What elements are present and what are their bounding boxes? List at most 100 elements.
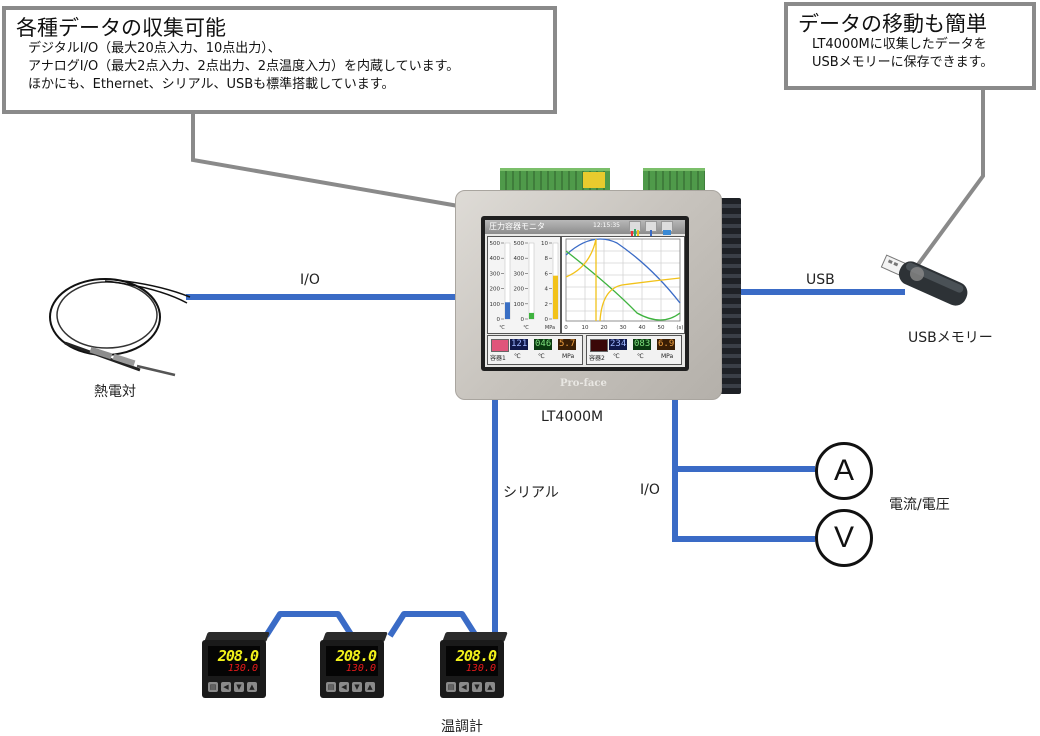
controller-key[interactable]: ◀ bbox=[459, 682, 469, 692]
gauge-level-bar bbox=[553, 275, 558, 319]
readout-unit: ℃ bbox=[613, 353, 620, 360]
gauge-tick-label: 100 bbox=[514, 302, 525, 308]
usb-link-label: USB bbox=[806, 272, 835, 288]
temp-controller: 208.0 130.0 ▤◀▼▲ bbox=[440, 632, 508, 698]
ammeter-icon: A bbox=[815, 442, 873, 500]
gauge-tube bbox=[528, 242, 535, 320]
controller-key[interactable]: ◀ bbox=[221, 682, 231, 692]
trend-x-tick-label: 50 bbox=[658, 325, 665, 331]
terminal-connector bbox=[643, 168, 705, 193]
serial-link-label: シリアル bbox=[503, 485, 559, 501]
screen-info-button[interactable] bbox=[645, 221, 657, 236]
trend-x-tick-label: 30 bbox=[620, 325, 627, 331]
trend-x-tick-label: 10 bbox=[582, 325, 589, 331]
gauge-tick-label: 200 bbox=[514, 287, 525, 293]
readout-unit: ℃ bbox=[538, 353, 545, 360]
gauge-unit: ℃ bbox=[523, 325, 529, 331]
gauge-tick-label: 0 bbox=[497, 317, 501, 323]
controller-key[interactable]: ▲ bbox=[247, 682, 257, 692]
transfer-callout-pointer bbox=[912, 88, 985, 272]
transfer-callout-line: LT4000Mに収集したデータを bbox=[812, 37, 987, 52]
alarm-lamp bbox=[590, 339, 608, 352]
process-value: 208.0 bbox=[335, 647, 377, 665]
screen-title: 圧力容器モニタ bbox=[489, 222, 545, 231]
brand-logo: Pro-face bbox=[560, 378, 607, 389]
gauge-tick-label: 100 bbox=[490, 302, 501, 308]
collection-callout-line: デジタルI/O（最大20点入力、10点出力）、 bbox=[28, 41, 281, 56]
controller-body: 208.0 130.0 ▤◀▼▲ bbox=[202, 640, 266, 698]
screen-title-bar: 圧力容器モニタ 12:15:35 bbox=[485, 220, 685, 237]
gauge-tick-label: 200 bbox=[490, 287, 501, 293]
serial-daisy-chain-1 bbox=[263, 611, 355, 638]
readout-value: 234 bbox=[609, 339, 628, 350]
controller-key[interactable]: ▼ bbox=[352, 682, 362, 692]
collection-callout-title: 各種データの収集可能 bbox=[16, 16, 226, 40]
thermocouple-icon bbox=[49, 278, 191, 377]
controller-display: 208.0 130.0 bbox=[208, 646, 260, 676]
controller-key[interactable]: ▤ bbox=[208, 682, 218, 692]
gauge-tick-label: 2 bbox=[545, 302, 549, 308]
screen-chart-button[interactable] bbox=[629, 221, 641, 237]
controller-key[interactable]: ▤ bbox=[326, 682, 336, 692]
gauge-tick-label: 300 bbox=[514, 271, 525, 277]
trend-x-tick-label: (s) bbox=[676, 325, 683, 331]
terminal-latch bbox=[583, 172, 605, 188]
gauge-tick-label: 0 bbox=[545, 317, 549, 323]
trend-x-tick-label: 20 bbox=[601, 325, 608, 331]
trend-series-blue bbox=[565, 238, 681, 304]
readout-value: 046 bbox=[534, 339, 553, 350]
voltmeter-symbol: V bbox=[833, 521, 854, 554]
trend-series-green bbox=[565, 250, 681, 321]
readout-unit: MPa bbox=[661, 353, 674, 360]
device-name-label: LT4000M bbox=[541, 409, 604, 425]
readout-value: 6.9 bbox=[657, 339, 676, 350]
controller-key[interactable]: ▤ bbox=[446, 682, 456, 692]
collection-callout-line: ほかにも、Ethernet、シリアル、USBも標準搭載しています。 bbox=[28, 77, 395, 92]
temp-controller: 208.0 130.0 ▤◀▼▲ bbox=[202, 632, 270, 698]
transfer-callout-title: データの移動も簡単 bbox=[798, 12, 987, 36]
ammeter-symbol: A bbox=[833, 454, 854, 487]
controller-key[interactable]: ▼ bbox=[472, 682, 482, 692]
controller-display: 208.0 130.0 bbox=[326, 646, 378, 676]
transfer-callout-line: USBメモリーに保存できます。 bbox=[812, 55, 994, 70]
controller-body: 208.0 130.0 ▤◀▼▲ bbox=[440, 640, 504, 698]
controller-display: 208.0 130.0 bbox=[446, 646, 498, 676]
gauge-tick-label: 500 bbox=[514, 241, 525, 247]
collection-callout-pointer bbox=[191, 112, 471, 210]
transfer-callout: データの移動も簡単 LT4000Mに収集したデータを USBメモリーに保存できま… bbox=[784, 2, 1036, 90]
gauge-tick-label: 6 bbox=[545, 271, 549, 277]
gauge-tick-label: 500 bbox=[490, 241, 501, 247]
readout-unit: ℃ bbox=[514, 353, 521, 360]
process-value: 208.0 bbox=[455, 647, 497, 665]
screen-window-button[interactable] bbox=[661, 221, 673, 235]
controller-key[interactable]: ▲ bbox=[485, 682, 495, 692]
controller-key[interactable]: ▲ bbox=[365, 682, 375, 692]
vessel-label: 容器2 bbox=[589, 355, 605, 362]
meters-label: 電流/電圧 bbox=[889, 497, 950, 513]
controller-key[interactable]: ◀ bbox=[339, 682, 349, 692]
usb-memory-icon bbox=[880, 254, 968, 306]
controller-key[interactable]: ▼ bbox=[234, 682, 244, 692]
gauge-unit: ℃ bbox=[499, 325, 505, 331]
gauge-level-bar bbox=[505, 302, 510, 319]
analog-link-line bbox=[672, 400, 815, 542]
readout-unit: MPa bbox=[562, 353, 575, 360]
gauge-unit: MPa bbox=[545, 325, 555, 331]
alarm-lamp bbox=[491, 339, 509, 352]
screen-time: 12:15:35 bbox=[593, 222, 620, 229]
temp-controller: 208.0 130.0 ▤◀▼▲ bbox=[320, 632, 388, 698]
temp-controllers-label: 温調計 bbox=[441, 719, 483, 735]
usb-memory-label: USBメモリー bbox=[908, 330, 993, 346]
gauge-tick-label: 400 bbox=[514, 256, 525, 262]
thermocouple-link-label: I/O bbox=[300, 272, 320, 288]
gauge-tick-label: 8 bbox=[545, 256, 549, 262]
voltmeter-icon: V bbox=[815, 509, 873, 567]
gauge-tick-label: 300 bbox=[490, 271, 501, 277]
set-value: 130.0 bbox=[345, 663, 376, 674]
